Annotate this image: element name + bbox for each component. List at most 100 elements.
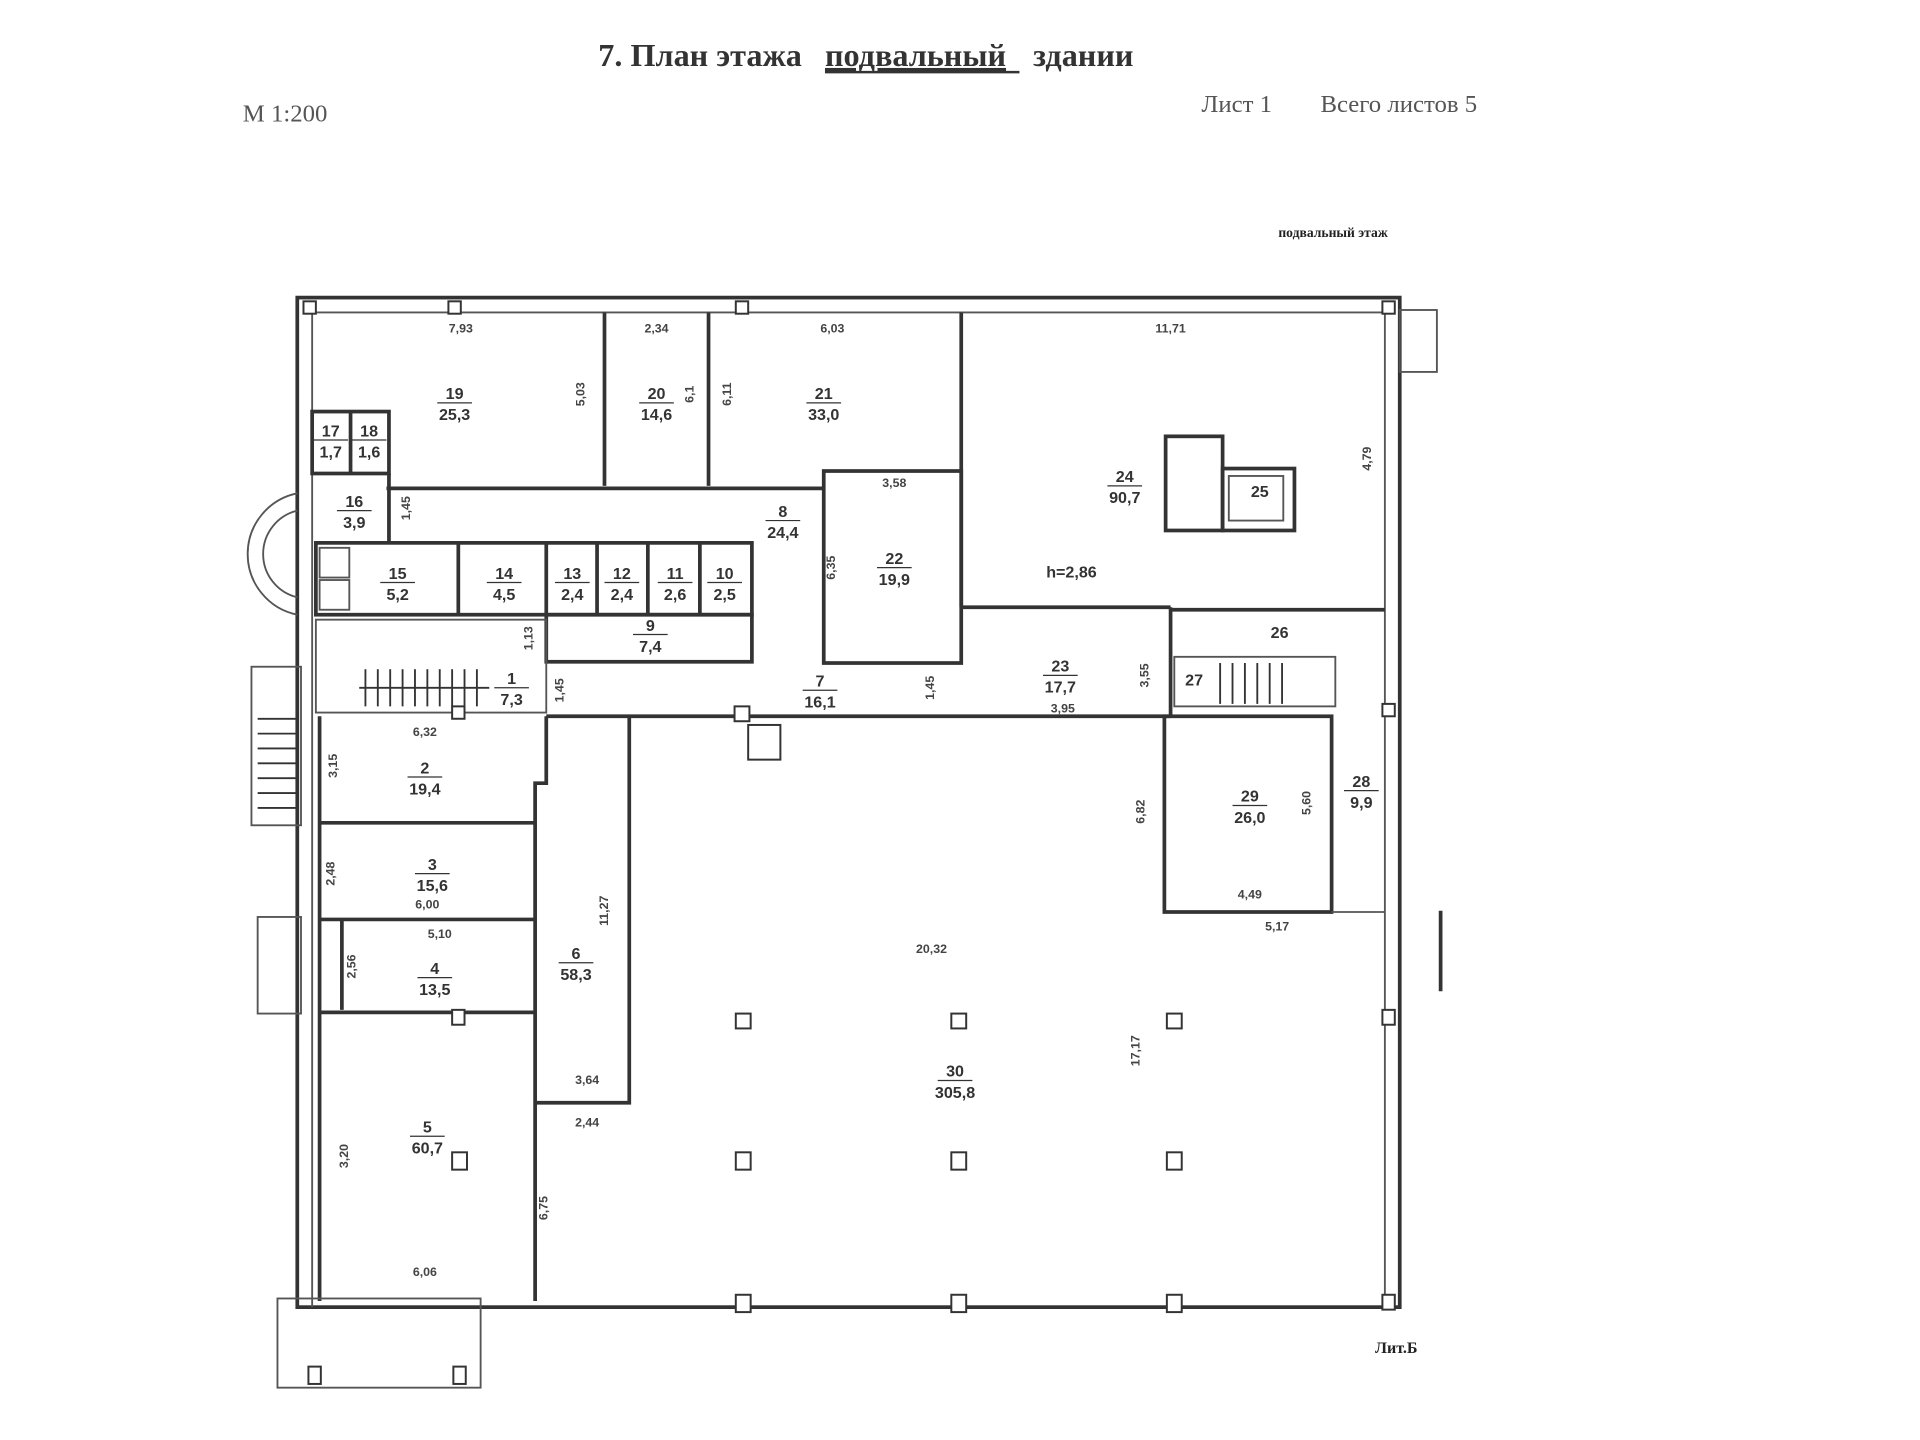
dimension-label: 5,17 xyxy=(1265,920,1289,934)
room-number: 12 xyxy=(613,565,631,583)
ceiling-height-label: h=2,86 xyxy=(1046,564,1097,582)
room-9: 97,4 xyxy=(632,617,668,656)
dimension-label: 3,58 xyxy=(882,476,906,490)
room-2: 219,4 xyxy=(407,759,443,798)
room-area: 9,9 xyxy=(1350,794,1372,812)
room-area: 26,0 xyxy=(1234,809,1265,827)
room-number: 9 xyxy=(646,617,655,635)
room-number: 15 xyxy=(389,565,407,583)
dimension-label: 2,44 xyxy=(575,1115,599,1129)
dimension-label: 3,95 xyxy=(1051,702,1075,716)
dimension-label: 3,55 xyxy=(1137,663,1151,687)
room-area: 1,6 xyxy=(358,443,380,461)
room-area: 16,1 xyxy=(804,694,835,712)
dimension-label: 4,79 xyxy=(1360,446,1374,470)
room-number: 27 xyxy=(1185,671,1203,689)
dimension-label: 1,45 xyxy=(399,496,413,520)
room-area: 7,3 xyxy=(500,691,522,709)
room-number: 20 xyxy=(648,385,666,403)
room-number: 11 xyxy=(667,565,684,583)
room-number: 1 xyxy=(507,670,516,688)
room-number: 29 xyxy=(1241,788,1259,806)
room-area: 4,5 xyxy=(493,586,515,604)
room-area: 19,9 xyxy=(879,571,910,589)
room-area: 90,7 xyxy=(1109,489,1140,507)
room-number: 22 xyxy=(885,550,903,568)
room-area: 13,5 xyxy=(419,981,450,999)
room-5: 560,7 xyxy=(410,1118,445,1158)
room-area: 5,2 xyxy=(386,586,408,604)
dimension-label: 5,03 xyxy=(574,382,588,406)
floor-label: подвальный этаж xyxy=(1278,225,1387,240)
dimension-label: 11,71 xyxy=(1155,321,1185,335)
room-11: 112,6 xyxy=(657,565,693,604)
room-22: 22 19,9 xyxy=(877,550,912,589)
dimension-label: 6,00 xyxy=(415,897,439,911)
room-10: 102,5 xyxy=(707,565,742,604)
room-number: 6 xyxy=(572,945,581,963)
room-number: 25 xyxy=(1251,483,1269,501)
dimension-label: 6,06 xyxy=(413,1265,437,1279)
room-4: 413,5 xyxy=(417,960,453,999)
room-number: 10 xyxy=(716,565,734,583)
dimension-label: 6,03 xyxy=(820,321,844,335)
room-area: 305,8 xyxy=(935,1084,975,1102)
columns xyxy=(302,300,1396,1385)
room-27: 27 xyxy=(1185,671,1203,689)
room-area: 15,6 xyxy=(417,877,448,895)
dimension-label: 2,48 xyxy=(323,861,337,885)
dimension-label: 6,32 xyxy=(413,725,437,739)
room-area: 3,9 xyxy=(343,514,365,532)
sheet-code: Лит.Б xyxy=(1375,1340,1418,1357)
dimension-label: 20,32 xyxy=(916,942,947,956)
dimension-label: 7,93 xyxy=(449,321,473,335)
room-number: 16 xyxy=(345,493,363,511)
room-6: 658,3 xyxy=(558,945,594,984)
room-number: 23 xyxy=(1051,658,1069,676)
room-21: 21 33,0 xyxy=(806,385,842,424)
dimension-label: 11,27 xyxy=(597,896,611,926)
room-area: 19,4 xyxy=(409,780,440,798)
room-18: 181,6 xyxy=(351,422,387,461)
room-17: 171,7 xyxy=(313,422,349,461)
room-3: 315,6 xyxy=(414,856,450,895)
dimension-label: 6,75 xyxy=(537,1196,551,1220)
room-20: 20 14,6 xyxy=(639,385,674,424)
room-13: 132,4 xyxy=(554,565,590,604)
room-29: 29 26,0 xyxy=(1232,788,1268,827)
room-number: 14 xyxy=(495,565,513,583)
plan-title-suffix: здании xyxy=(1033,37,1133,73)
dimension-label: 2,34 xyxy=(644,321,668,335)
room-8: 824,4 xyxy=(765,503,801,542)
dimension-label: 5,60 xyxy=(1300,791,1314,815)
room-number: 7 xyxy=(816,673,825,691)
dimension-label: 2,56 xyxy=(345,954,359,978)
room-26: 26 xyxy=(1271,624,1289,642)
room-14: 144,5 xyxy=(486,565,522,604)
room-number: 18 xyxy=(360,422,378,440)
room-number: 28 xyxy=(1352,773,1370,791)
room-area: 58,3 xyxy=(560,966,591,984)
dimension-label: 6,11 xyxy=(720,382,734,406)
room-7: 716,1 xyxy=(802,673,838,712)
room-area: 60,7 xyxy=(412,1140,443,1158)
room-number: 17 xyxy=(322,422,340,440)
room-1: 17,3 xyxy=(494,670,529,709)
dimension-label: 1,45 xyxy=(553,678,567,702)
dimension-label: 3,64 xyxy=(575,1073,599,1087)
room-area: 1,7 xyxy=(320,443,342,461)
room-area: 14,6 xyxy=(641,406,672,424)
walls xyxy=(246,295,1443,1389)
room-number: 2 xyxy=(420,759,429,777)
room-number: 21 xyxy=(815,385,833,403)
room-area: 33,0 xyxy=(808,406,839,424)
room-area: 2,4 xyxy=(611,586,633,604)
room-area: 7,4 xyxy=(639,638,661,656)
room-area: 25,3 xyxy=(439,406,470,424)
room-area: 2,5 xyxy=(713,586,735,604)
room-28: 289,9 xyxy=(1344,773,1379,812)
dimension-label: 6,82 xyxy=(1134,800,1148,824)
